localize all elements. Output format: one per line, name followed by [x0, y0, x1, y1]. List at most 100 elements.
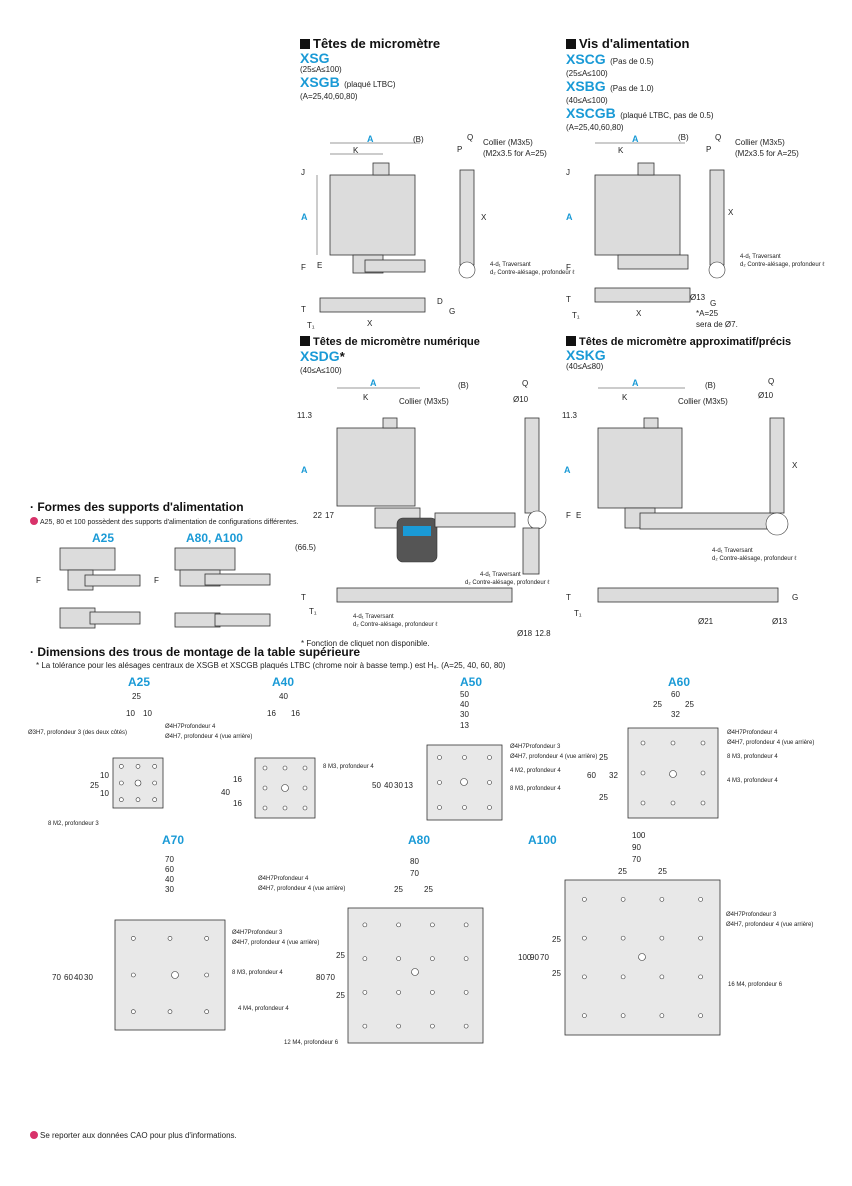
mount-hole [659, 1013, 665, 1018]
mount-hole [362, 922, 368, 928]
side-view [769, 417, 785, 514]
mount-hole [659, 897, 665, 902]
dim-q: Q [522, 379, 528, 388]
dim-w: 70 [165, 855, 174, 864]
dim-k: K [618, 146, 624, 155]
xscg-title: Vis d'alimentation [579, 36, 690, 51]
model-xsg: XSG [300, 50, 330, 66]
dim-d1: 90 [632, 843, 641, 852]
mount-hole [362, 990, 368, 995]
feed-screw [617, 254, 689, 270]
dim-side: 50 [372, 781, 381, 790]
mount-hole [362, 956, 368, 961]
dim-w: 100 [632, 831, 646, 840]
note1b: Ø4H7, profondeur 4 (vue arrière) [726, 922, 813, 928]
center-hole [171, 971, 179, 979]
mount-hole [620, 935, 626, 941]
micrometer-b [204, 573, 271, 586]
mount-hole [302, 805, 308, 811]
dim-11-3: 11.3 [297, 411, 313, 420]
dim-d3: 25 [424, 885, 433, 894]
dim-a: A [632, 378, 639, 388]
dim-x: X [481, 213, 487, 222]
dim-d1: 40 [460, 700, 469, 709]
micrometer-top-b [214, 613, 271, 627]
plate-a80-label: A80 [408, 833, 431, 847]
dim-f: F [36, 576, 41, 585]
mount-hole [640, 770, 646, 776]
model-xscgb: XSCGB [566, 105, 616, 121]
dim-q: Q [768, 377, 774, 386]
mount-hole [119, 797, 124, 802]
dim-a-v: A [566, 212, 573, 222]
dim-21: Ø21 [698, 617, 714, 626]
mount-hole [437, 755, 442, 760]
xsg-title: Têtes de micromètre [313, 36, 441, 51]
dim-d2: 70 [632, 855, 641, 864]
model-xsgb: XSGB [300, 74, 340, 90]
dim-k: K [363, 393, 369, 402]
dim-a: A [367, 134, 374, 144]
dim-d4: 25 [658, 867, 667, 876]
dim-s1: 40 [384, 781, 393, 790]
dim-p: P [706, 145, 711, 154]
supports-title: · Formes des supports d'alimentation [30, 500, 244, 514]
dim-s1: 60 [64, 973, 73, 982]
dim-b: (B) [413, 135, 424, 144]
dim-d2: 25 [394, 885, 403, 894]
dim-s3: 25 [336, 991, 345, 1000]
dim-f: F [566, 263, 571, 272]
hole-note2-b: d₂ Contre-alésage, profondeur ℓ [353, 621, 437, 628]
dim-b: (B) [678, 133, 689, 142]
note3: 8 M3, profondeur 4 [510, 786, 561, 792]
hole-note-b: 4-d₁ Traversant [353, 614, 394, 620]
collar-label: Collier (M3x5) [678, 397, 728, 406]
note2: 4 M2, profondeur 4 [510, 768, 561, 774]
model-xsbg: XSBG [566, 78, 606, 94]
mount-hole [119, 780, 124, 786]
dim-g: G [710, 299, 716, 308]
note1: Ø4H7Profondeur 4 [165, 724, 216, 730]
info-icon [30, 517, 38, 525]
micrometer [434, 512, 516, 528]
xskg-title: Têtes de micromètre approximatif/précis [579, 336, 792, 348]
dim-s1: 90 [530, 953, 539, 962]
range-text: (40≤A≤100) [300, 366, 342, 375]
dim-a: A [632, 134, 639, 144]
mount-hole [396, 956, 401, 961]
mount-hole [670, 800, 676, 806]
dim-t: T [566, 593, 571, 602]
mount-hole [582, 935, 587, 941]
mount-hole [698, 974, 703, 980]
mount-hole [167, 936, 173, 941]
mount-hole [462, 805, 467, 810]
micrometer [639, 512, 781, 530]
note1b: Ø4H7, profondeur 4 (vue arrière) [258, 886, 345, 892]
side-view [459, 169, 475, 266]
footer-note: Se reporter aux données CAO pour plus d'… [30, 1131, 237, 1140]
dim-d1: 60 [165, 865, 174, 874]
dim-d1: 10 [126, 709, 135, 718]
side-view [709, 169, 725, 266]
dim-s1: 25 [599, 753, 608, 762]
dim-e: E [317, 261, 322, 270]
dim-k: K [622, 393, 628, 402]
mount-hole [582, 1013, 587, 1018]
plate-a50: 50 40 30 13 50 40 30 13 Ø4H7Profondeur 3… [372, 690, 597, 821]
mount-hole [302, 765, 308, 771]
collar [643, 417, 659, 429]
mount-hole [204, 972, 209, 978]
note2: 8 M3, profondeur 4 [232, 970, 283, 976]
hole-note2: d₂ Contre-alésage, profondeur ℓ [740, 261, 824, 268]
dim-w: 60 [671, 690, 680, 699]
mount-hole [167, 1009, 173, 1014]
mount-hole [152, 797, 157, 802]
micrometer [364, 259, 426, 273]
note1: Ø4H7Profondeur 3 [232, 930, 283, 936]
dim-s1: 70 [326, 973, 335, 982]
range-text: (25≤A≤100) [566, 69, 608, 78]
square-bullet-icon [566, 39, 576, 49]
mount-hole [487, 755, 492, 760]
xsg-header: Têtes de micromètre XSG (25≤A≤100) XSGB … [300, 36, 440, 101]
note-text: (plaqué LTBC) [344, 80, 396, 89]
